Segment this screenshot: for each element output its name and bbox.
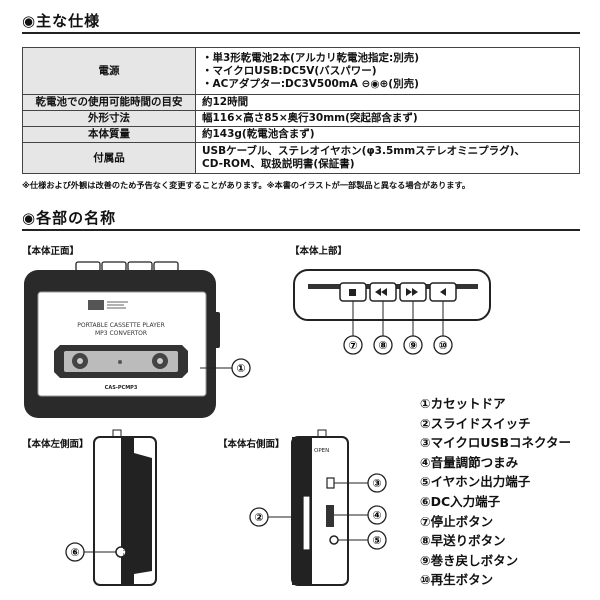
- callout-10-label: ⑩: [438, 339, 447, 352]
- spec-value-line: ・単3形乾電池2本(アルカリ乾電池指定:別売): [202, 51, 419, 64]
- rewind-icon: [406, 288, 418, 296]
- list-item: ⑥DC入力端子: [420, 493, 501, 509]
- list-item: ⑦停止ボタン: [420, 513, 494, 529]
- product-name-text: PORTABLE CASSETTE PLAYER: [77, 322, 165, 329]
- view-label-left: 【本体左側面】: [22, 439, 89, 450]
- earphone-jack: [329, 535, 339, 545]
- left-side-device: DC IN 3V ⑥: [65, 429, 157, 586]
- table-row: 電源 ・単3形乾電池2本(アルカリ乾電池指定:別売) ・マイクロUSB:DC5V…: [22, 47, 580, 95]
- play-icon: [440, 288, 446, 296]
- callout-9-label: ⑨: [408, 339, 417, 352]
- callout-1: [231, 358, 251, 378]
- callout-9: [403, 335, 423, 355]
- fast-forward-button: [369, 282, 397, 302]
- model-number-text: CAS-PCMP3: [105, 385, 138, 391]
- callout-8: [373, 335, 393, 355]
- callout-4-label: ④: [372, 509, 381, 522]
- list-item: ④音量調節つまみ: [420, 454, 519, 470]
- callout-1-label: ①: [236, 362, 245, 375]
- callout-7: [343, 335, 363, 355]
- spec-value-power: ・単3形乾電池2本(アルカリ乾電池指定:別売) ・マイクロUSB:DC5V(バス…: [195, 47, 580, 95]
- micro-usb-port: [326, 477, 335, 489]
- view-label-top: 【本体上部】: [290, 246, 348, 257]
- parts-heading-rule: [22, 229, 580, 231]
- callout-3-label: ③: [372, 477, 381, 490]
- front-side-switch: [214, 312, 220, 348]
- rewind-button: [399, 282, 427, 302]
- list-item: ⑨巻き戻しボタン: [420, 552, 519, 568]
- callout-2-label: ②: [254, 511, 263, 524]
- view-label-front: 【本体正面】: [22, 246, 80, 257]
- spec-value-line: CD-ROM、取扱説明書(保証書): [202, 158, 355, 170]
- callout-6: [65, 542, 85, 562]
- spec-value-line: ・マイクロUSB:DC5V(バスパワー): [202, 64, 377, 77]
- spec-value-line: USBケーブル、ステレオイヤホン(φ3.5mmステレオミニプラグ)、: [202, 145, 525, 157]
- spec-key-power: 電源: [22, 47, 196, 95]
- spec-value-line: ・ACアダプター:DC3V500mA ⊖◉⊕(別売): [202, 77, 419, 90]
- open-label: OPEN: [314, 448, 329, 454]
- callout-2: [249, 507, 269, 527]
- callout-7-label: ⑦: [348, 339, 357, 352]
- dc-in-text: DC IN 3V: [123, 537, 129, 560]
- parts-list: ①カセットドア ②スライドスイッチ ③マイクロUSBコネクター ④音量調節つまみ…: [420, 394, 571, 590]
- stop-icon: [349, 289, 356, 296]
- table-row: 付属品 USBケーブル、ステレオイヤホン(φ3.5mmステレオミニプラグ)、 C…: [22, 142, 580, 174]
- callout-8-label: ⑧: [378, 339, 387, 352]
- front-top-buttons: [75, 261, 179, 272]
- slide-switch: [302, 495, 311, 551]
- spec-heading: ◉主な仕様: [22, 12, 101, 30]
- list-item: ⑤イヤホン出力端子: [420, 474, 531, 490]
- product-sub-text: MP3 CONVERTOR: [95, 330, 147, 337]
- spec-value-accessories: USBケーブル、ステレオイヤホン(φ3.5mmステレオミニプラグ)、 CD-RO…: [195, 142, 580, 174]
- list-item: ①カセットドア: [420, 396, 506, 411]
- callout-6-label: ⑥: [70, 546, 79, 559]
- view-label-right: 【本体右側面】: [218, 439, 285, 450]
- parts-heading: ◉各部の名称: [22, 209, 117, 227]
- spec-note: ※仕様および外観は改善のため予告なく変更することがあります。※本書のイラストが一…: [22, 180, 471, 190]
- spec-key-dimensions: 外形寸法: [22, 110, 196, 127]
- list-item: ⑧早送りボタン: [420, 533, 506, 549]
- callout-5: [367, 530, 387, 550]
- list-item: ⑩再生ボタン: [420, 572, 494, 588]
- spec-key-accessories: 付属品: [22, 142, 196, 174]
- fast-forward-icon: [375, 288, 387, 296]
- callout-4: [367, 505, 387, 525]
- right-side-device: OPEN ② ③ ④ ⑤: [249, 429, 387, 586]
- brand-logo: [88, 300, 104, 310]
- play-button: [429, 282, 457, 302]
- callout-5-label: ⑤: [372, 534, 381, 547]
- callout-10: [433, 335, 453, 355]
- stop-button: [339, 282, 367, 302]
- volume-knob: [326, 505, 334, 527]
- spec-heading-rule: [22, 32, 580, 34]
- callout-3: [367, 473, 387, 493]
- list-item: ③マイクロUSBコネクター: [420, 435, 572, 451]
- list-item: ②スライドスイッチ: [420, 415, 531, 431]
- spec-value-dimensions: 幅116×高さ85×奥行30mm(突起部含まず): [195, 110, 580, 127]
- table-row: 外形寸法 幅116×高さ85×奥行30mm(突起部含まず): [22, 110, 580, 127]
- spec-table: 電源 ・単3形乾電池2本(アルカリ乾電池指定:別売) ・マイクロUSB:DC5V…: [22, 47, 580, 174]
